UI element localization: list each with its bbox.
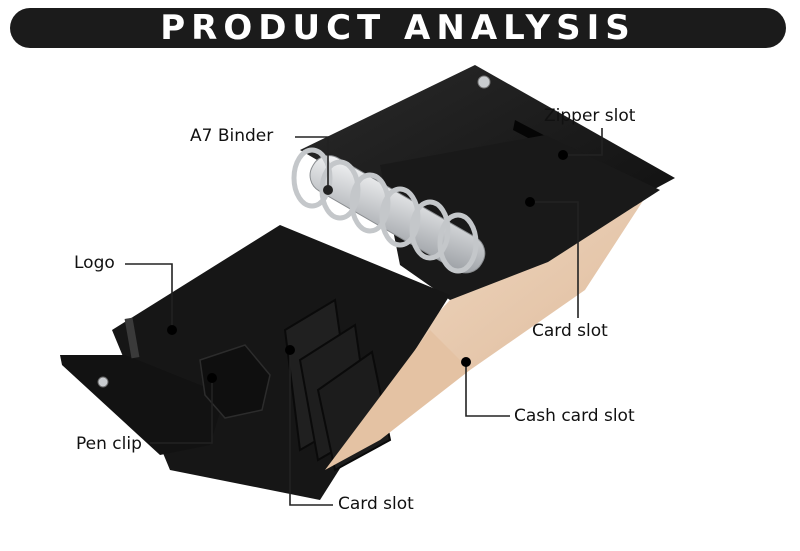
ring-4 <box>379 186 421 248</box>
label-zipper-slot: Zipper slot <box>544 106 636 126</box>
dot-logo <box>167 325 177 335</box>
ring-3 <box>349 172 391 234</box>
snap-button-flap <box>97 376 109 388</box>
callout-cash-card-slot <box>465 362 510 417</box>
label-card-slot-bottom: Card slot <box>338 494 414 514</box>
ring-6 <box>437 212 479 274</box>
callout-zipper-slot <box>563 128 603 156</box>
dot-cash-card-slot <box>461 357 471 367</box>
dot-card-slot-right <box>525 197 535 207</box>
ring-5 <box>409 199 451 261</box>
callout-card-slot-bottom <box>289 350 333 506</box>
callout-logo <box>125 263 173 330</box>
lower-lining <box>325 330 470 470</box>
callout-pen-clip <box>150 378 213 444</box>
label-pen-clip: Pen clip <box>76 434 142 454</box>
callout-lines <box>125 128 603 506</box>
callout-dots <box>167 150 568 383</box>
snap-button-top <box>477 75 491 89</box>
logo-stamp <box>124 317 140 359</box>
label-cash-card-slot: Cash card slot <box>514 406 635 426</box>
callout-a7-binder <box>295 136 329 190</box>
pen-clip-loop <box>199 344 271 419</box>
dot-a7-binder <box>323 185 333 195</box>
dot-pen-clip <box>207 373 217 383</box>
callout-card-slot-right <box>530 201 579 318</box>
dot-zipper-slot <box>558 150 568 160</box>
dot-card-slot-bottom <box>285 345 295 355</box>
label-logo: Logo <box>74 253 115 273</box>
ring-1 <box>291 147 333 209</box>
title-banner: PRODUCT ANALYSIS <box>10 8 786 48</box>
label-a7-binder: A7 Binder <box>190 126 274 146</box>
label-card-slot-right: Card slot <box>532 321 608 341</box>
left-inner-panel <box>112 225 450 500</box>
banner-title: PRODUCT ANALYSIS <box>160 8 636 48</box>
ring-2 <box>319 159 361 221</box>
